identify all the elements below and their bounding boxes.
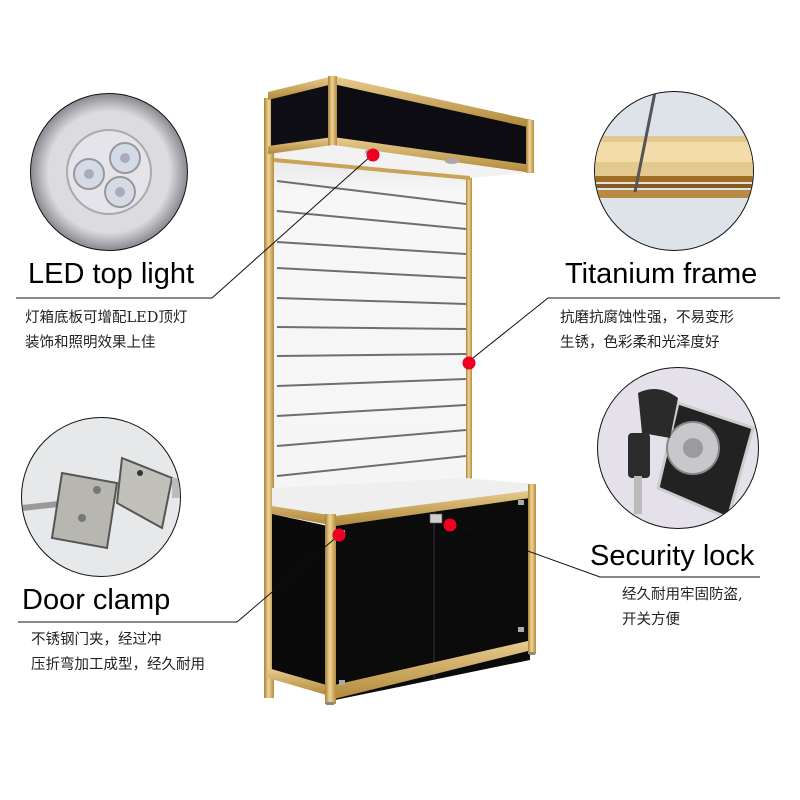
lock-keys-icon: [628, 389, 755, 521]
door-clamp-icon: [22, 456, 180, 550]
feature-title-lock: Security lock: [590, 540, 755, 572]
feature-desc-led-line1: 灯箱底板可增配LED顶灯: [25, 310, 188, 326]
slatwall-grooves: [276, 180, 467, 477]
feature-desc-lock-line1: 经久耐用牢固防盗,: [622, 587, 743, 603]
marker-lock: [443, 518, 457, 532]
feature-desc-clamp-line1: 不锈钢门夹，经过冲: [31, 632, 162, 648]
feature-desc-clamp-line2: 压折弯加工成型，经久耐用: [31, 657, 205, 673]
led-downlight-photo: [30, 93, 188, 251]
door-clamp-hinge-photo: [21, 417, 181, 577]
feature-title-led: LED top light: [28, 258, 195, 290]
hotspot-markers: [332, 148, 476, 542]
gold-frame-profile-photo: [594, 91, 754, 251]
cabinet-lock-keys-photo: [597, 367, 759, 529]
marker-led: [366, 148, 380, 162]
marker-clamp: [332, 528, 346, 542]
marker-frame: [462, 356, 476, 370]
led-bulbs-icon: [66, 129, 152, 215]
feature-desc-lock-line2: 开关方便: [622, 612, 680, 628]
feature-title-frame: Titanium frame: [565, 258, 758, 290]
feature-desc-led-line2: 装饰和照明效果上佳: [25, 335, 156, 351]
frame-profile-icon: [595, 92, 753, 198]
leader-lines: [16, 154, 780, 623]
feature-desc-frame-line1: 抗磨抗腐蚀性强，不易变形: [560, 310, 734, 326]
feature-title-clamp: Door clamp: [22, 584, 171, 616]
feature-desc-frame-line2: 生锈，色彩柔和光泽度好: [560, 335, 720, 351]
